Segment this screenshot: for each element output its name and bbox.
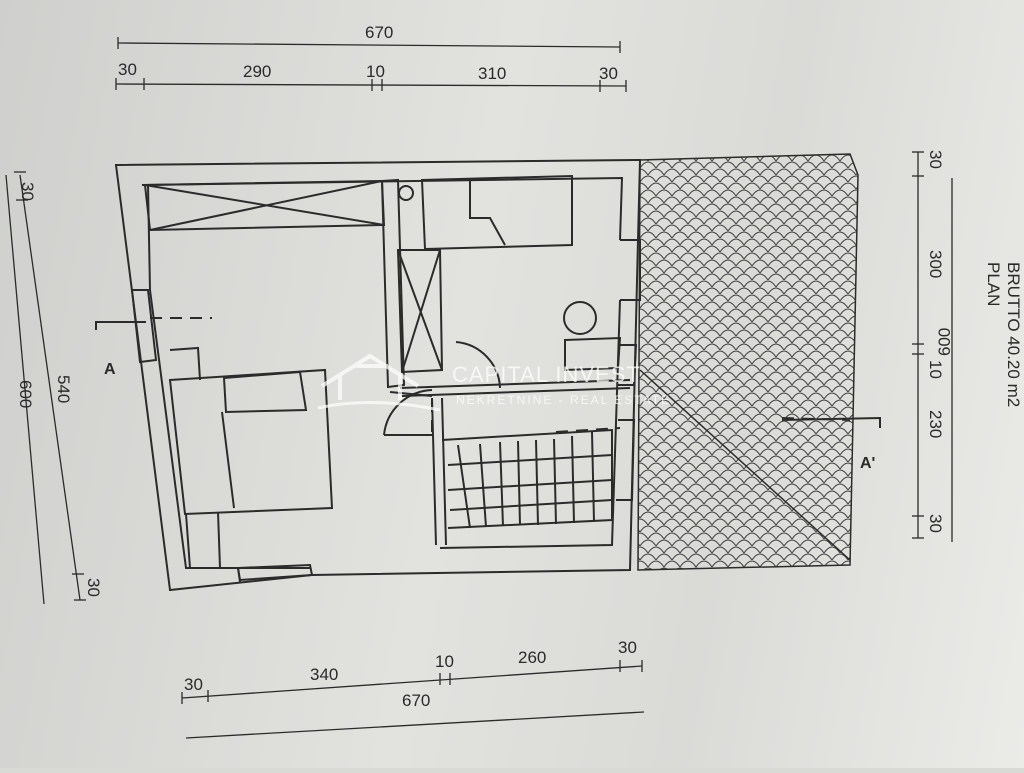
top-dimensions [115, 37, 627, 92]
roof-hip-line [639, 369, 851, 561]
dim-left-bottom: 30 [84, 578, 103, 597]
section-label-left: A [104, 361, 116, 378]
watermark-tagline: NEKRETNINE - REAL ESTATE [456, 393, 671, 407]
dim-right-total: 600 [935, 328, 954, 356]
left-dimensions [5, 171, 86, 605]
dim-left-top: 30 [18, 182, 37, 201]
dim-left-mid: 540 [54, 375, 73, 403]
watermark: CAPITAL INVEST NEKRETNINE - REAL ESTATE [317, 353, 671, 412]
dim-top-4: 310 [478, 64, 506, 83]
roof-tiles [637, 153, 859, 571]
dim-top-2: 290 [243, 62, 271, 81]
dim-bottom-1: 30 [184, 675, 203, 694]
dim-bottom-5: 30 [618, 638, 637, 657]
floor-title: PLAN [984, 262, 1003, 306]
right-dimensions [912, 151, 953, 542]
dim-bottom-3: 10 [435, 652, 454, 671]
bottom-dimensions [181, 660, 645, 739]
dim-bottom-total: 670 [402, 691, 430, 710]
plan-walls [114, 158, 642, 592]
dim-top-1: 30 [118, 60, 137, 79]
section-mark-left [95, 321, 146, 330]
dim-right-4: 230 [926, 410, 945, 438]
dim-left-total: 600 [16, 380, 35, 408]
dim-right-2: 300 [926, 250, 945, 278]
section-label-right: A' [860, 455, 875, 472]
house-logo-icon [320, 353, 420, 400]
dim-right-5: 30 [926, 514, 945, 533]
dim-bottom-2: 340 [310, 665, 338, 684]
dim-top-total: 670 [365, 23, 393, 42]
dim-right-3: 10 [926, 360, 945, 379]
dim-right-1: 30 [926, 150, 945, 169]
dim-top-3: 10 [366, 62, 385, 81]
dim-top-5: 30 [599, 64, 618, 83]
watermark-brand: CAPITAL INVEST [452, 362, 641, 387]
floor-area: BRUTTO 40.20 m2 [1004, 262, 1023, 407]
dim-bottom-4: 260 [518, 648, 546, 667]
